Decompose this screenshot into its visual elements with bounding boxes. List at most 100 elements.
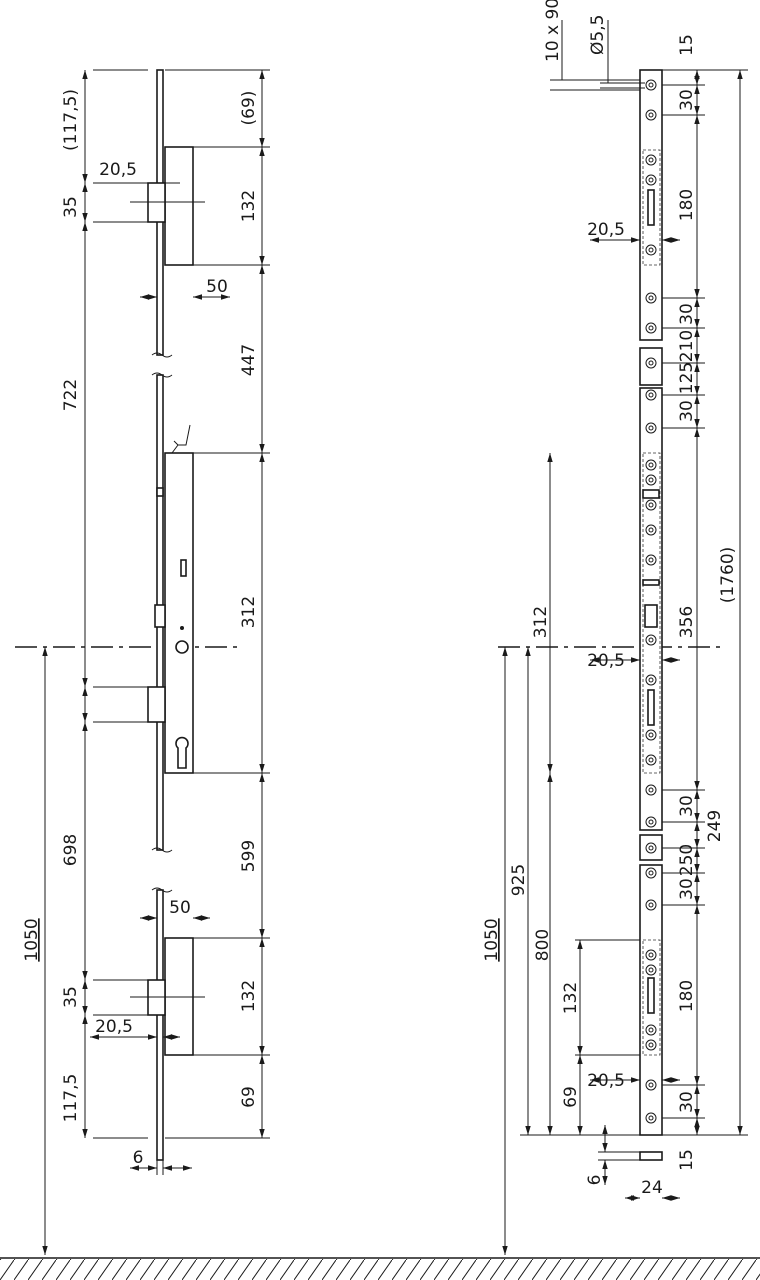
left-dimension-labels: (117,5) 20,5 35 722 698 35 20,5 117,5 10… [22,89,259,1168]
main-lock-case [164,452,194,774]
screw-hole-icon [645,949,657,961]
screw-hole-icon [645,1112,657,1124]
screw-hole-icon [645,867,657,879]
cylinder-cutout-icon [175,736,189,769]
dim-label: 20,5 [95,1017,133,1037]
screw-hole-icon [648,325,654,331]
dim-label: 132 [239,190,259,222]
dim-label: 30 [677,1091,697,1113]
screw-hole-icon [645,154,657,166]
screw-hole-icon [645,474,657,486]
dim-label: 30 [677,303,697,325]
screw-hole-icon [648,1027,654,1033]
right-dimension-labels: 10 x 90° Ø5,5 15 30 180 20,5 30 210 125 … [482,0,738,1198]
dim-label: 210 [677,330,697,362]
screw-hole-icon [648,557,654,563]
screw-hole-icon [645,754,657,766]
dim-label: 35 [61,986,81,1008]
screw-hole-icon [645,634,657,646]
dim-label: 20,5 [587,1071,625,1091]
dim-label: 6 [585,1175,605,1186]
screw-hole-icon [648,477,654,483]
dim-label: 30 [677,878,697,900]
dimension-lines [42,20,748,1255]
screw-hole-icon [645,674,657,686]
screw-hole-icon [648,112,654,118]
screw-hole-icon [648,637,654,643]
floor-line [0,1257,760,1280]
dim-label: 69 [561,1086,581,1108]
screw-hole-icon [645,499,657,511]
screw-hole-icon [645,79,657,91]
screw-hole-icon [645,244,657,256]
screw-hole-icon [645,322,657,334]
screw-hole-icon [648,732,654,738]
dim-label: (1760) [718,547,738,604]
dim-label: 30 [677,795,697,817]
screw-hole-icon [648,870,654,876]
screw-hole-icon [648,392,654,398]
screw-hole-icon [648,845,654,851]
screw-hole-icon [648,502,654,508]
screw-hole-icon [645,389,657,401]
screw-hole-icon [648,527,654,533]
dim-label: 6 [133,1148,144,1168]
dim-label: 35 [61,196,81,218]
dim-label: 20,5 [587,220,625,240]
screw-hole-icon [648,247,654,253]
dim-label: 1050 [482,918,502,961]
screw-hole-icon [648,462,654,468]
dim-label: 312 [531,606,551,638]
dim-label: 50 [206,277,228,297]
dim-label: 30 [677,400,697,422]
screw-hole-icon [648,177,654,183]
screw-hole-icon [648,82,654,88]
screw-hole-icon [645,1039,657,1051]
screw-hole-icon [645,842,657,854]
dim-label: 180 [677,189,697,221]
dim-label: 15 [677,1149,697,1171]
screw-hole-icon [648,952,654,958]
follower-icon [175,640,189,654]
dim-label: (69) [239,91,259,126]
dim-label: 30 [677,89,697,111]
screw-hole-icon [645,357,657,369]
screw-hole-icon [648,787,654,793]
dim-label: 10 x 90° [543,0,563,62]
screw-hole-icon [645,422,657,434]
dim-label: 250 [677,844,697,876]
dim-label: 698 [61,834,81,866]
dim-label: 125 [677,362,697,394]
dim-label: 132 [561,982,581,1014]
screw-hole-icon [645,524,657,536]
dim-label: 132 [239,980,259,1012]
screw-hole-icon [648,425,654,431]
dim-label: 722 [61,379,81,411]
dim-label: (117,5) [61,89,81,151]
screw-hole-icon [648,677,654,683]
screw-hole-icon [648,157,654,163]
screw-hole-icon [645,554,657,566]
dim-label: 249 [705,810,725,842]
screw-hole-icon [645,459,657,471]
dim-label: 925 [509,864,529,896]
screw-hole-icon [645,292,657,304]
dim-label: 599 [239,840,259,872]
screw-hole-icon [648,360,654,366]
lock-side-view [130,69,205,1161]
screw-hole-icon [645,109,657,121]
screw-hole-icon [645,729,657,741]
dim-label: 1050 [22,918,42,961]
screw-hole-icon [648,295,654,301]
screw-hole-icon [648,757,654,763]
screw-hole-icon [645,816,657,828]
dim-label: 50 [169,898,191,918]
dim-label: 447 [239,344,259,376]
screw-hole-icon [645,174,657,186]
dim-label: 24 [641,1178,663,1198]
screw-hole-icon [645,899,657,911]
screw-hole-icon [648,1115,654,1121]
screw-hole-icon [648,1082,654,1088]
screw-hole-icon [645,1024,657,1036]
